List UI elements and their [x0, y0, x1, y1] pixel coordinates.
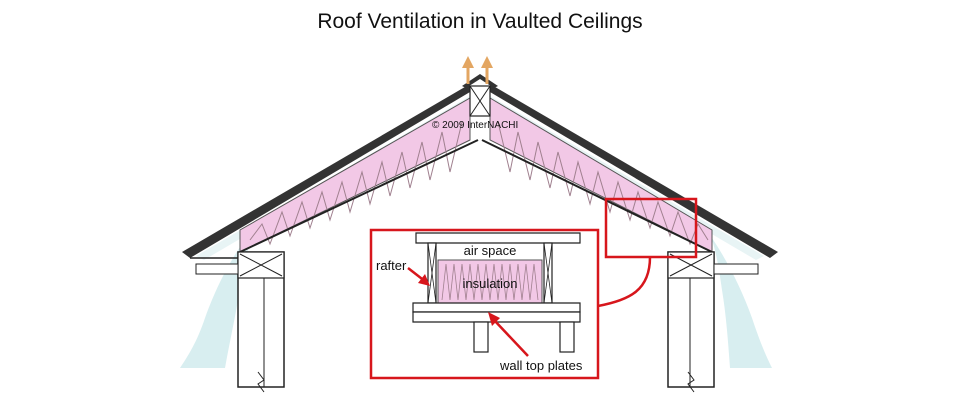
- right-roof-sheathing: [490, 84, 778, 258]
- detail-ceiling-board: [412, 302, 581, 313]
- detail-insulation-squiggle: [441, 263, 539, 301]
- right-wall-break: [687, 371, 695, 393]
- vent-arrow-right-head: [481, 56, 493, 68]
- detail-wall-stud-right: [559, 321, 575, 353]
- detail-roof-deck: [415, 232, 581, 244]
- diagram-title: Roof Ventilation in Vaulted Ceilings: [317, 10, 643, 33]
- left-ceiling-line: [239, 139, 479, 253]
- left-wall-break: [257, 371, 265, 393]
- callout-connector: [597, 256, 652, 308]
- right-ceiling-line: [481, 139, 713, 253]
- detail-wall-stud-left: [473, 321, 489, 353]
- air-space-label: air space: [464, 243, 517, 258]
- plates-arrow-head: [488, 312, 500, 326]
- wall-top-plates-label: wall top plates: [499, 358, 583, 373]
- ridge-cap: [462, 74, 498, 88]
- right-insulation-squiggle: [497, 121, 709, 246]
- detail-rafter-left-xb: [427, 242, 437, 304]
- ridge-cross-b: [469, 85, 491, 117]
- left-roof-sheathing: [182, 84, 470, 258]
- rafter-arrow-head: [418, 274, 430, 286]
- detail-rafter-right-xb: [543, 242, 553, 304]
- left-soffit: [195, 263, 239, 275]
- rafter-label: rafter: [376, 258, 407, 273]
- plates-arrow-line: [493, 319, 529, 357]
- left-plate-cross-b: [239, 253, 283, 277]
- left-insulation-squiggle: [249, 121, 463, 246]
- vent-arrow-left-head: [462, 56, 474, 68]
- insulation-label: insulation: [463, 276, 518, 291]
- right-airflow-stream: [712, 238, 772, 368]
- right-plate-cross-b: [669, 253, 713, 277]
- right-soffit: [713, 263, 759, 275]
- detail-insulation: [437, 259, 543, 304]
- copyright-text: © 2009 InterNACHI: [432, 120, 518, 131]
